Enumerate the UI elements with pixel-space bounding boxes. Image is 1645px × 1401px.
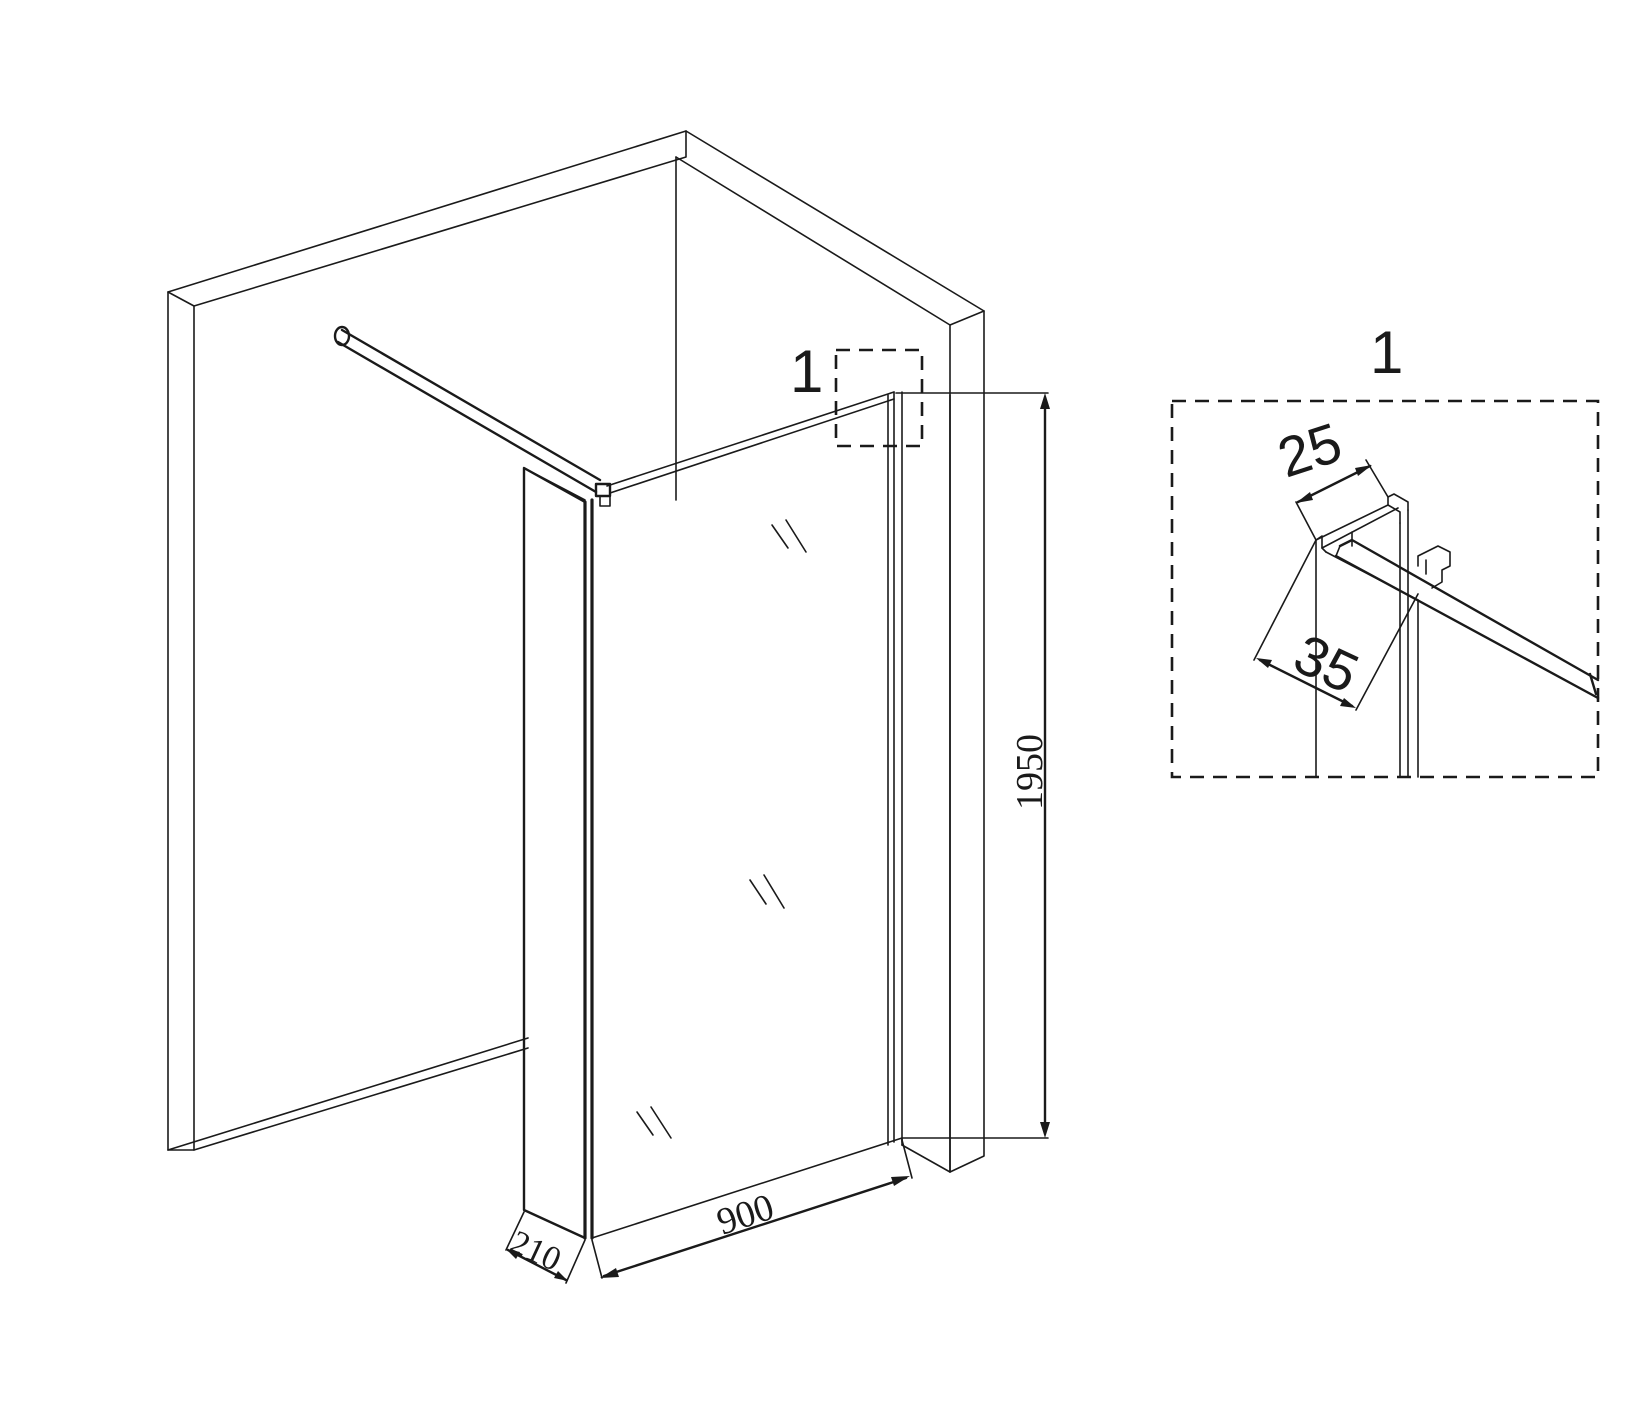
depth-dimension: 210 — [505, 1211, 586, 1284]
profile-width-label: 25 — [1270, 410, 1349, 489]
width-dimension: 900 — [591, 1139, 913, 1279]
width-label: 900 — [712, 1186, 779, 1244]
height-label: 1950 — [1009, 734, 1051, 810]
height-dimension: 1950 — [895, 392, 1051, 1139]
detail-inset: 1 — [1170, 319, 1600, 779]
corner-walls — [167, 130, 985, 1173]
glass-reflection-marks — [636, 519, 807, 1139]
stabilizer-bar — [333, 325, 612, 507]
detail-marker-inset: 1 — [1370, 319, 1403, 386]
detail-callout: 1 — [790, 338, 924, 448]
wall-profile — [1315, 493, 1600, 778]
glass-panel — [583, 391, 903, 1240]
profile-width-dimension: 25 — [1270, 410, 1389, 541]
detail-marker-main: 1 — [790, 338, 823, 405]
profile-depth-dimension: 35 — [1253, 539, 1419, 711]
profile-depth-label: 35 — [1285, 622, 1368, 705]
side-panel — [522, 466, 587, 1240]
